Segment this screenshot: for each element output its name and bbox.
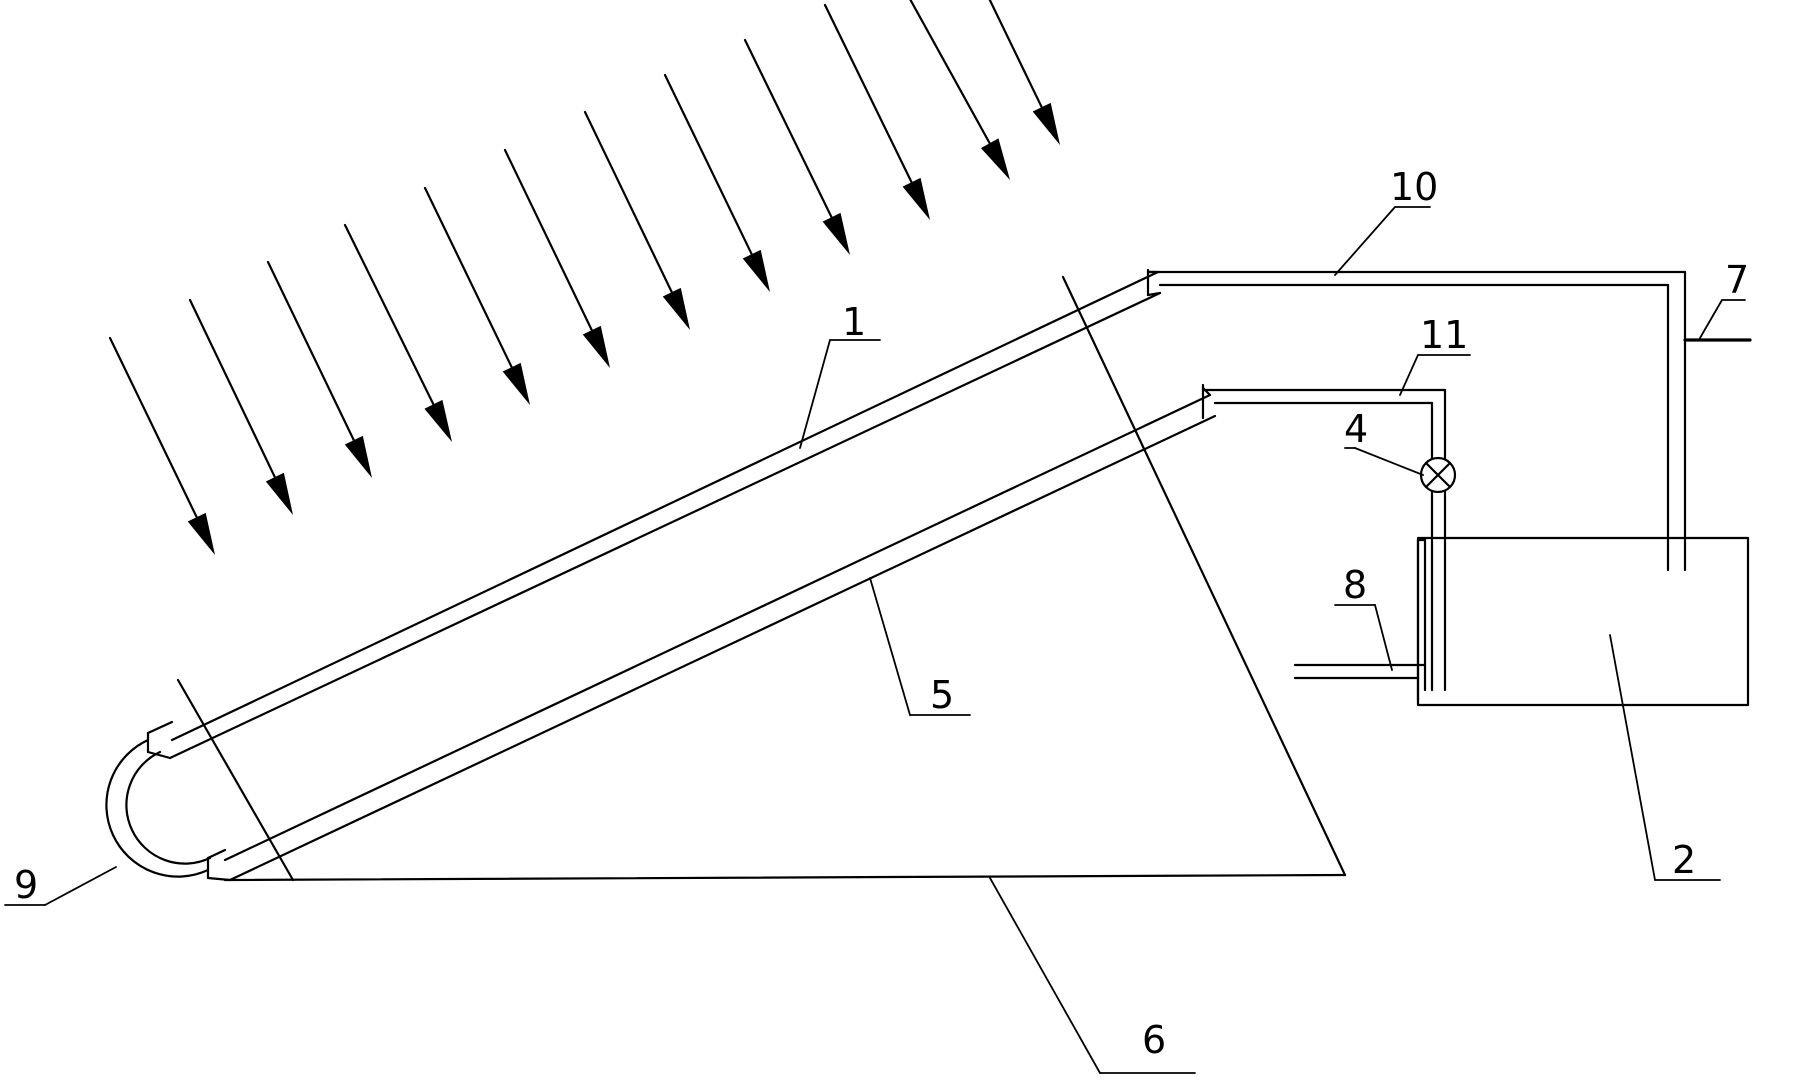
label-10: 10 [1390,165,1438,209]
sun-ray-arrowhead-7 [662,287,690,330]
u-bend-inner [125,750,212,865]
sun-ray-arrowhead-4 [424,399,452,442]
sun-ray-1 [108,336,198,519]
label-6: 6 [1142,1018,1166,1062]
sun-ray-12 [988,0,1043,109]
storage-tank [1416,536,1750,707]
label-4: 4 [1344,407,1368,451]
upper-tube-top-wall [168,291,1162,760]
leader-lines [4,206,1746,1074]
label-5: 5 [930,673,954,717]
label-9: 9 [14,863,38,907]
lower-tube-top-wall [223,393,1212,862]
upper-tube-end-cap-bottom [146,750,172,760]
u-bend-connector [105,738,212,878]
sun-ray-arrowhead-2 [265,472,293,515]
valve-4-icon [1419,456,1457,494]
leader-11 [1399,354,1419,396]
sun-ray-3 [266,260,355,442]
lower-tube-bottom-wall [228,414,1217,882]
frame-left-post [176,678,295,882]
leader-4 [1354,447,1424,476]
sun-ray-arrowhead-3 [344,435,372,478]
leader-5 [869,577,911,716]
sun-ray-arrowhead-8 [742,249,770,292]
sun-ray-8 [663,73,753,256]
upper-tube-right-cap-bottom [1146,291,1162,297]
label-11: 11 [1420,313,1468,357]
sun-ray-4 [343,223,435,406]
sun-ray-arrowhead-10 [902,177,930,220]
leader-6 [989,877,1101,1074]
sun-ray-2 [188,298,276,479]
leader-7 [1699,299,1723,339]
sun-ray-arrowhead-1 [187,512,215,555]
upper-tube-outer-wall [170,270,1160,742]
sun-ray-arrowhead-6 [582,325,610,368]
sun-ray-11 [909,0,991,145]
label-2: 2 [1672,838,1696,882]
label-1: 1 [842,300,866,344]
leader-9 [44,866,117,906]
number-labels: 1 2 4 5 6 7 8 9 10 11 [14,165,1749,1062]
leader-1 [799,339,831,449]
label-7: 7 [1725,258,1749,302]
leader-8 [1374,604,1393,671]
sun-ray-5 [423,186,513,369]
label-8: 8 [1343,563,1367,607]
frame-diagonal [1061,275,1347,877]
sun-ray-arrowhead-11 [980,138,1010,180]
sun-ray-arrowhead-5 [502,362,530,405]
frame-base [223,873,1347,882]
pipe-10 [1146,270,1687,572]
lower-tube-end-cap [206,848,227,860]
sun-ray-9 [743,38,833,219]
u-bend-outer [105,738,210,878]
pipe-11 [1201,388,1447,692]
sun-ray-6 [503,148,593,332]
sun-ray-7 [583,110,673,294]
sun-ray-10 [823,3,913,184]
leader-2 [1609,634,1656,881]
sun-ray-arrowhead-12 [1032,102,1060,145]
leader-10 [1334,206,1396,276]
sun-ray-arrowhead-9 [822,212,850,255]
upper-tube-end-cap [146,720,174,735]
sun-rays [108,0,1060,555]
support-frame [176,275,1347,882]
